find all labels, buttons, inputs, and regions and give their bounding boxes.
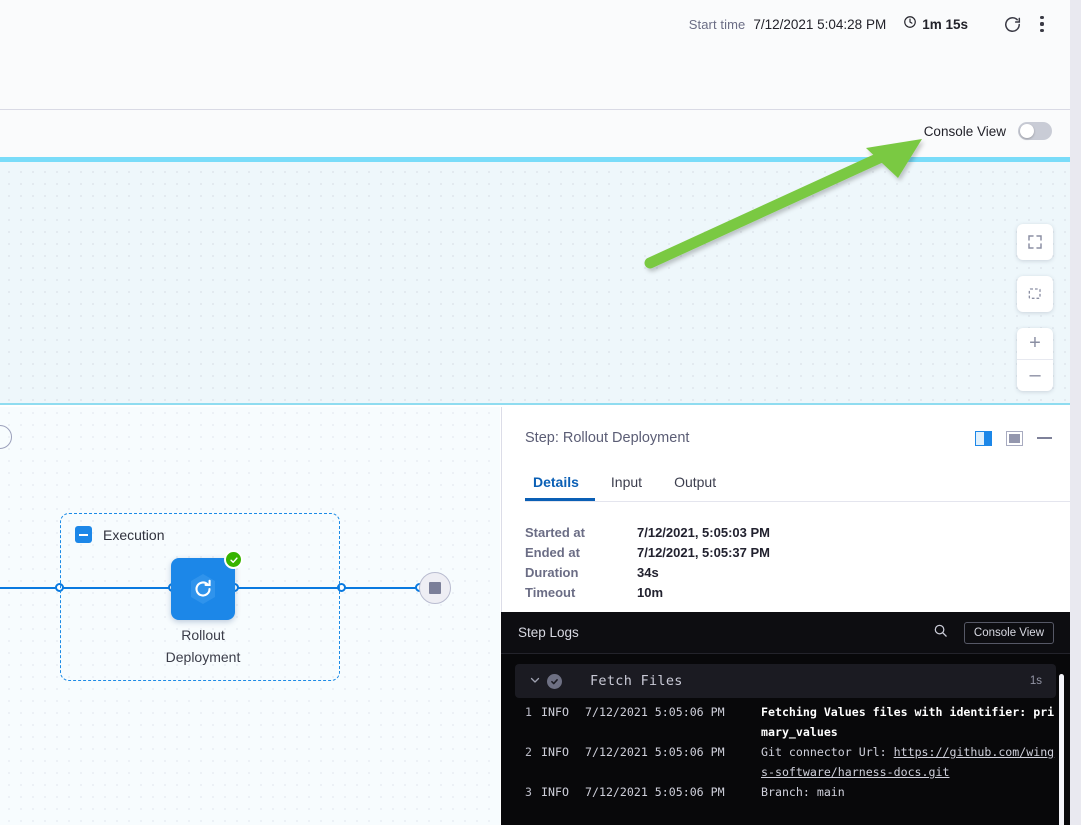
chevron-down-icon[interactable]	[529, 674, 547, 689]
step-logs-header-actions: Console View	[933, 622, 1054, 644]
log-line-number: 1	[501, 702, 541, 742]
zoom-in-out-group: + –	[1017, 328, 1053, 391]
log-line-level: INFO	[541, 782, 585, 802]
log-line-message: Fetching Values files with identifier: p…	[761, 702, 1056, 742]
stop-square-icon	[429, 582, 441, 594]
minimize-icon[interactable]	[1037, 437, 1052, 439]
log-line-message-prefix: Git connector Url:	[761, 745, 894, 759]
detail-key: Ended at	[525, 545, 637, 560]
detail-key: Timeout	[525, 585, 637, 600]
logs-console-view-button[interactable]: Console View	[964, 622, 1054, 644]
log-line-timestamp: 7/12/2021 5:05:06 PM	[585, 742, 761, 782]
log-line-message: Branch: main	[761, 782, 1056, 802]
step-node-rollout-deployment[interactable]	[171, 558, 235, 620]
step-node-label-line1: Rollout	[133, 624, 273, 646]
detail-row: Duration 34s	[525, 562, 770, 582]
detail-value: 34s	[637, 565, 659, 580]
detail-row: Started at 7/12/2021, 5:05:03 PM	[525, 522, 770, 542]
check-circle-icon	[224, 550, 243, 569]
detail-value: 10m	[637, 585, 663, 600]
log-section-name: Fetch Files	[590, 673, 1030, 689]
detail-value: 7/12/2021, 5:05:03 PM	[637, 525, 770, 540]
rollout-deployment-icon	[183, 569, 223, 609]
log-line-number: 2	[501, 742, 541, 782]
log-line: 2 INFO 7/12/2021 5:05:06 PM Git connecto…	[501, 742, 1070, 782]
log-section-duration: 1s	[1030, 675, 1042, 687]
step-detail-panel: Step: Rollout Deployment Details Input O…	[501, 407, 1070, 612]
step-logs-title: Step Logs	[518, 625, 579, 640]
log-line: 3 INFO 7/12/2021 5:05:06 PM Branch: main	[501, 782, 1070, 802]
step-detail-actions	[975, 431, 1052, 446]
log-scrollbar[interactable]	[1059, 674, 1064, 825]
log-line: 1 INFO 7/12/2021 5:05:06 PM Fetching Val…	[501, 702, 1070, 742]
tab-input[interactable]: Input	[595, 465, 658, 501]
step-node-label-line2: Deployment	[133, 646, 273, 668]
detail-row: Ended at 7/12/2021, 5:05:37 PM	[525, 542, 770, 562]
detail-key: Duration	[525, 565, 637, 580]
step-detail-rows: Started at 7/12/2021, 5:05:03 PM Ended a…	[525, 522, 770, 602]
step-detail-header: Step: Rollout Deployment	[525, 425, 1052, 451]
step-node-label: Rollout Deployment	[133, 624, 273, 668]
zoom-in-button[interactable]: +	[1017, 328, 1053, 359]
log-line-message: Git connector Url: https://github.com/wi…	[761, 742, 1056, 782]
search-icon[interactable]	[933, 623, 948, 643]
step-logs-header: Step Logs Console View	[501, 612, 1070, 654]
minus-square-icon[interactable]	[75, 526, 92, 543]
log-section-fetch-files[interactable]: Fetch Files 1s	[515, 664, 1056, 698]
offscreen-node-circle	[0, 425, 12, 449]
panel-right-layout-icon[interactable]	[975, 431, 992, 446]
execution-group-header: Execution	[75, 526, 164, 543]
log-line-timestamp: 7/12/2021 5:05:06 PM	[585, 702, 761, 742]
log-lines[interactable]: 1 INFO 7/12/2021 5:05:06 PM Fetching Val…	[501, 702, 1070, 802]
panel-bottom-layout-icon[interactable]	[1006, 431, 1023, 446]
detail-key: Started at	[525, 525, 637, 540]
tab-details[interactable]: Details	[525, 465, 595, 501]
canvas-zoom-controls: + –	[1017, 224, 1053, 391]
detail-value: 7/12/2021, 5:05:37 PM	[637, 545, 770, 560]
log-line-level: INFO	[541, 702, 585, 742]
connector-line-incoming	[0, 587, 63, 589]
log-line-timestamp: 7/12/2021 5:05:06 PM	[585, 782, 761, 802]
step-logs-panel: Step Logs Console View Fetch Files 1s 1 …	[501, 612, 1070, 825]
right-gutter	[1070, 0, 1081, 825]
log-line-number: 3	[501, 782, 541, 802]
detail-row: Timeout 10m	[525, 582, 770, 602]
check-circle-icon	[547, 674, 562, 689]
fit-to-screen-button[interactable]	[1017, 224, 1053, 260]
tab-output[interactable]: Output	[658, 465, 732, 501]
step-detail-title: Step: Rollout Deployment	[525, 430, 689, 446]
step-detail-tabs: Details Input Output	[525, 465, 1070, 502]
log-line-level: INFO	[541, 742, 585, 782]
marquee-select-icon[interactable]	[1017, 276, 1053, 312]
pipeline-stop-node[interactable]	[419, 572, 451, 604]
execution-group-label: Execution	[103, 527, 164, 543]
zoom-out-button[interactable]: –	[1017, 359, 1053, 391]
